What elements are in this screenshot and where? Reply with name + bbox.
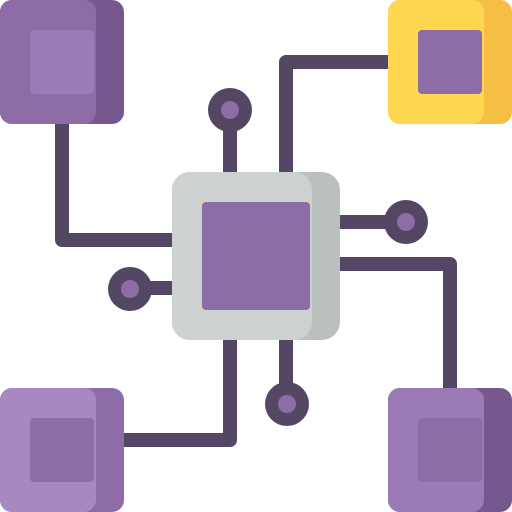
node-top-right [388,0,512,124]
chip-core [202,202,310,310]
pin-top [208,88,252,132]
pin-bottom [265,382,309,426]
circuit-lines [55,55,457,447]
node-bottom-left [0,388,124,512]
pin-circles [108,88,428,426]
line-bottom-right [333,257,457,399]
line-bottom-left [115,331,237,447]
line-top-left [55,111,183,247]
center-chip [172,172,340,340]
node-bottom-right [388,388,512,512]
pin-right [384,200,428,244]
node-top-left [0,0,124,124]
pin-left [108,267,152,311]
line-top-right [279,55,399,183]
